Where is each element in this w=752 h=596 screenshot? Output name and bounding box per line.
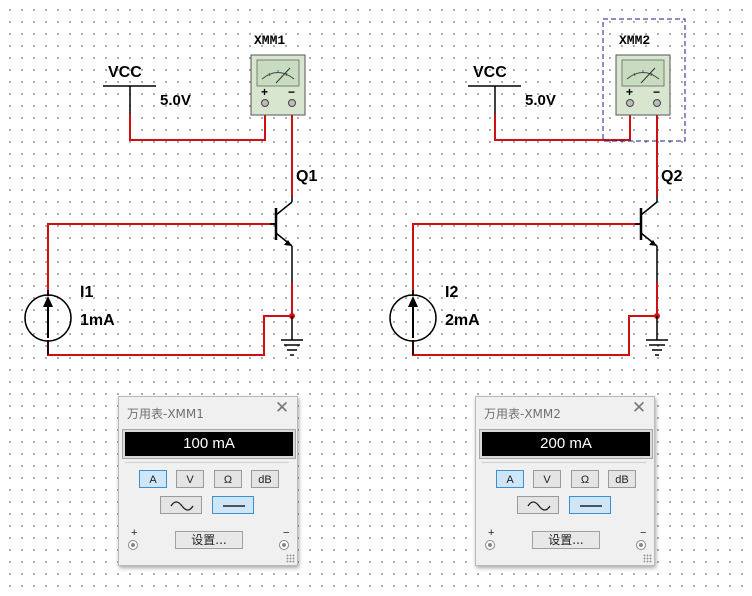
current-source-i2[interactable]: I2 2mA <box>389 284 480 355</box>
resize-grip-icon[interactable] <box>286 554 295 563</box>
close-icon[interactable]: ✕ <box>631 398 647 418</box>
xmm1-plus-label: + <box>261 85 268 99</box>
mode-voltmeter-button[interactable]: V <box>176 470 204 488</box>
q2-label: Q2 <box>661 168 682 185</box>
xmm1-label: XMM1 <box>254 33 285 48</box>
vcc-1-value: 5.0V <box>160 92 191 109</box>
dc-line-icon <box>223 505 245 507</box>
mode-ohmmeter-button[interactable]: Ω <box>571 470 599 488</box>
plus-terminal-label: + <box>488 527 495 539</box>
xmm2-label: XMM2 <box>619 33 650 48</box>
controls-area: A V Ω dB 设置... + − <box>482 462 646 563</box>
multimeter-xmm2-symbol[interactable]: XMM2 + − <box>615 33 671 116</box>
settings-button[interactable]: 设置... <box>175 531 243 549</box>
dc-mode-button[interactable] <box>212 496 254 514</box>
ac-mode-button[interactable] <box>517 496 559 514</box>
minus-terminal-label: − <box>640 527 647 539</box>
mode-voltmeter-button[interactable]: V <box>533 470 561 488</box>
xmm2-minus-label: − <box>653 85 660 99</box>
settings-button[interactable]: 设置... <box>532 531 600 549</box>
circuit-2: VCC 5.0V XMM2 + − <box>389 18 686 356</box>
plus-terminal[interactable] <box>128 540 138 550</box>
plus-terminal-label: + <box>131 527 138 539</box>
mode-db-button[interactable]: dB <box>608 470 636 488</box>
i1-label: I1 <box>80 284 93 301</box>
mode-ammeter-button[interactable]: A <box>496 470 524 488</box>
minus-terminal[interactable] <box>636 540 646 550</box>
i2-value: 2mA <box>445 312 480 329</box>
vcc-2-value: 5.0V <box>525 92 556 109</box>
transistor-q1[interactable]: Q1 <box>270 168 317 282</box>
controls-area: A V Ω dB 设置... + − <box>125 462 289 563</box>
transistor-q2[interactable]: Q2 <box>635 168 682 282</box>
q1-label: Q1 <box>296 168 317 185</box>
mode-ohmmeter-button[interactable]: Ω <box>214 470 242 488</box>
selection-box <box>602 18 686 142</box>
resize-grip-icon[interactable] <box>643 554 652 563</box>
dc-line-icon <box>580 505 602 507</box>
minus-terminal-label: − <box>283 527 290 539</box>
vcc-1[interactable]: VCC 5.0V <box>103 64 191 114</box>
i1-value: 1mA <box>80 312 115 329</box>
vcc-2-label: VCC <box>473 64 507 81</box>
vcc-1-label: VCC <box>108 64 142 81</box>
dc-mode-button[interactable] <box>569 496 611 514</box>
plus-terminal[interactable] <box>485 540 495 550</box>
mode-ammeter-button[interactable]: A <box>139 470 167 488</box>
xmm2-plus-label: + <box>626 85 633 99</box>
sine-wave-icon <box>527 501 551 511</box>
panel-title: 万用表-XMM1 <box>127 407 204 421</box>
minus-terminal[interactable] <box>279 540 289 550</box>
circuit-1: VCC 5.0V XMM1 + − <box>24 33 317 356</box>
panel-title: 万用表-XMM2 <box>484 407 561 421</box>
ac-mode-button[interactable] <box>160 496 202 514</box>
xmm1-minus-label: − <box>288 85 295 99</box>
reading-display: 200 mA <box>479 429 653 459</box>
vcc-2[interactable]: VCC 5.0V <box>468 64 556 114</box>
sine-wave-icon <box>170 501 194 511</box>
multimeter-panel-xmm2[interactable]: 万用表-XMM2 ✕ 200 mA A V Ω dB 设置... + − <box>475 396 655 566</box>
i2-label: I2 <box>445 284 458 301</box>
multimeter-panel-xmm1[interactable]: 万用表-XMM1 ✕ 100 mA A V Ω dB 设置... + − <box>118 396 298 566</box>
ground-1[interactable] <box>281 313 303 356</box>
current-source-i1[interactable]: I1 1mA <box>24 284 115 355</box>
mode-db-button[interactable]: dB <box>251 470 279 488</box>
multimeter-xmm1-symbol[interactable]: XMM1 + − <box>250 33 306 116</box>
ground-2[interactable] <box>646 313 668 356</box>
close-icon[interactable]: ✕ <box>274 398 290 418</box>
reading-display: 100 mA <box>122 429 296 459</box>
